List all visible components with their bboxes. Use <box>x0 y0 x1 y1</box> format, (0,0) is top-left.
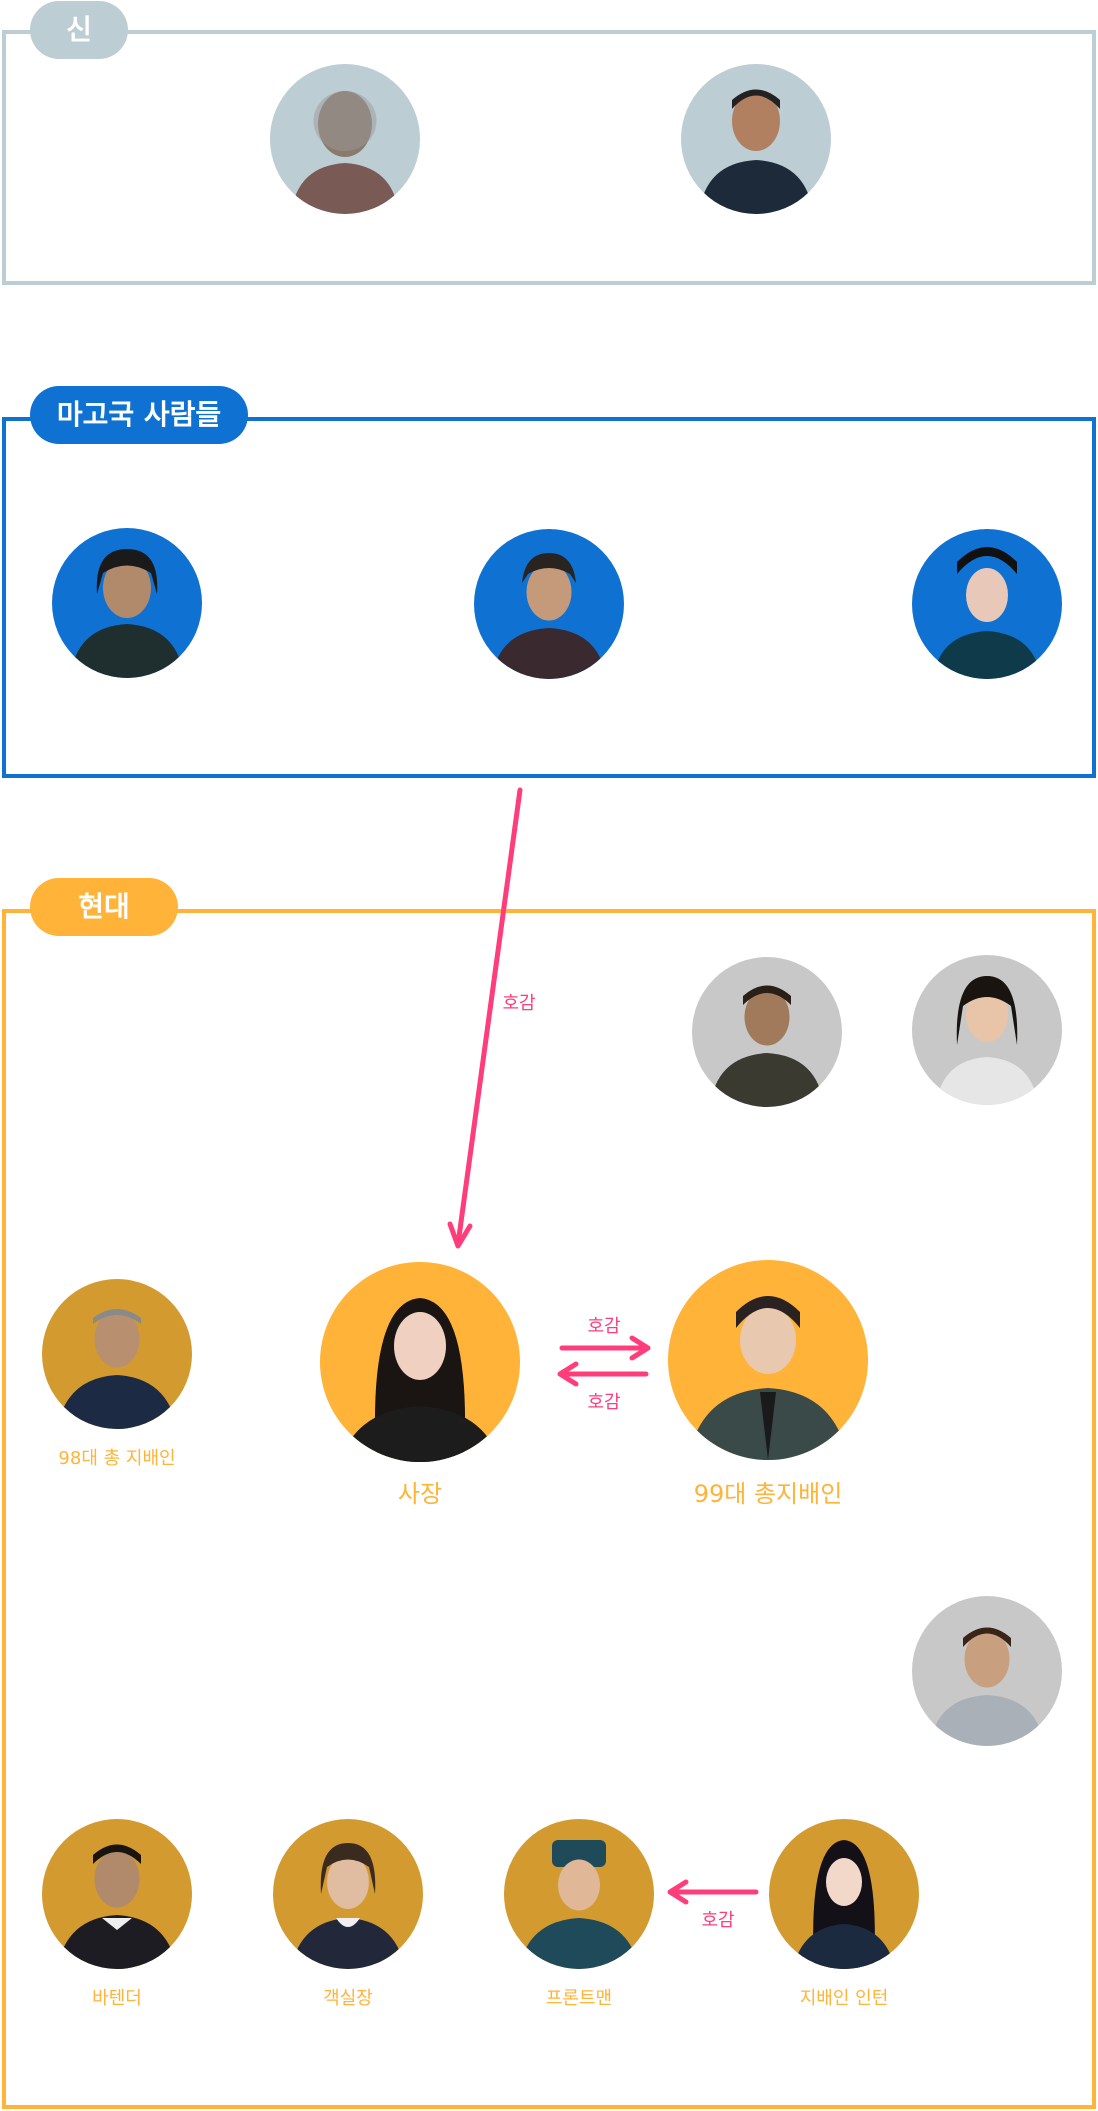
portrait-icon <box>57 1309 177 1429</box>
arrowhead-boss-to-manager <box>629 1335 651 1361</box>
avatar-frontman[interactable] <box>504 1819 654 1969</box>
role-label-roomchief: 객실장 <box>323 1988 373 2009</box>
avatar-manager98[interactable] <box>42 1279 192 1429</box>
arrow-magoguk-to-boss <box>455 787 523 1247</box>
role-label-boss: 사장 <box>397 1480 443 1508</box>
relation-label-intern-frontman: 호감 <box>701 1910 735 1931</box>
portrait-icon <box>57 1844 177 1969</box>
avatar-magoguk-3[interactable] <box>912 529 1062 679</box>
portrait-icon <box>519 1840 639 1969</box>
portrait-icon <box>70 549 184 678</box>
role-label-intern: 지배인 인턴 <box>799 1988 889 2009</box>
role-label-frontman: 프론트맨 <box>545 1988 613 2009</box>
portrait-icon <box>291 1843 405 1969</box>
avatar-magoguk-2[interactable] <box>474 529 624 679</box>
avatar-modern-guest-woman[interactable] <box>912 955 1062 1105</box>
portrait-icon <box>492 553 606 679</box>
relation-label-magoguk-boss: 호감 <box>502 993 536 1014</box>
arrowhead-magoguk-to-boss <box>447 1221 473 1249</box>
portrait-icon <box>930 1627 1044 1746</box>
role-label-bartender: 바텐더 <box>92 1988 142 2009</box>
portrait-icon <box>340 1298 500 1462</box>
role-label-manager99: 99대 총지배인 <box>693 1480 843 1508</box>
avatar-manager99[interactable] <box>668 1260 868 1460</box>
avatar-intern[interactable] <box>769 1819 919 1969</box>
group-gods-tag[interactable]: 신 <box>30 1 128 59</box>
avatar-roomchief[interactable] <box>273 1819 423 1969</box>
role-label-manager98: 98대 총 지배인 <box>58 1448 176 1469</box>
avatar-modern-guest-youth[interactable] <box>912 1596 1062 1746</box>
portrait-icon <box>699 89 813 214</box>
avatar-god-man[interactable] <box>681 64 831 214</box>
avatar-boss[interactable] <box>320 1262 520 1462</box>
portrait-icon <box>936 976 1038 1105</box>
portrait-icon <box>710 985 824 1107</box>
avatar-modern-guest-man[interactable] <box>692 957 842 1107</box>
portrait-icon <box>933 547 1041 679</box>
arrowhead-intern-to-frontman <box>667 1879 689 1905</box>
avatar-bartender[interactable] <box>42 1819 192 1969</box>
avatar-magoguk-1[interactable] <box>52 528 202 678</box>
group-modern-tag[interactable]: 현대 <box>30 878 178 936</box>
relation-label-boss-manager: 호감 <box>587 1316 621 1337</box>
group-gods-frame <box>2 30 1096 285</box>
portrait-icon <box>793 1840 895 1969</box>
group-magoguk-tag[interactable]: 마고국 사람들 <box>30 386 248 444</box>
arrowhead-manager-to-boss <box>557 1361 579 1387</box>
avatar-god-elder[interactable] <box>270 64 420 214</box>
portrait-icon <box>291 91 399 214</box>
relation-label-manager-boss: 호감 <box>587 1392 621 1413</box>
portrait-icon <box>688 1296 848 1460</box>
